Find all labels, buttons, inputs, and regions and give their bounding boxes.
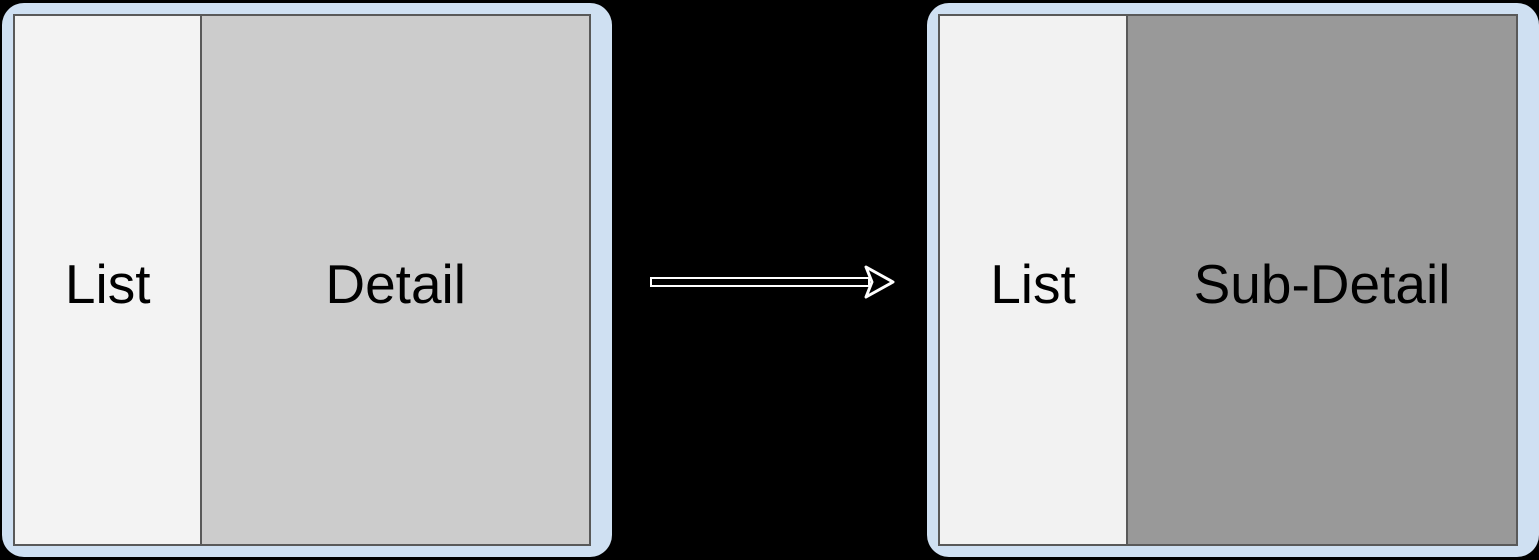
right-arrow-icon — [640, 252, 904, 312]
device-frame-after: List Sub-Detail — [927, 3, 1539, 557]
device-frame-before: List Detail — [2, 3, 612, 557]
list-pane-label: List — [64, 252, 151, 315]
sub-detail-pane: Sub-Detail — [1126, 16, 1516, 544]
list-pane: List — [15, 16, 201, 544]
pane-container-after: List Sub-Detail — [938, 14, 1518, 546]
detail-pane-label: Detail — [325, 252, 466, 315]
list-pane-label: List — [990, 252, 1076, 315]
sub-detail-pane-label: Sub-Detail — [1193, 252, 1451, 315]
pane-container-before: List Detail — [13, 14, 591, 546]
detail-pane: Detail — [200, 16, 589, 544]
list-pane: List — [940, 16, 1127, 544]
